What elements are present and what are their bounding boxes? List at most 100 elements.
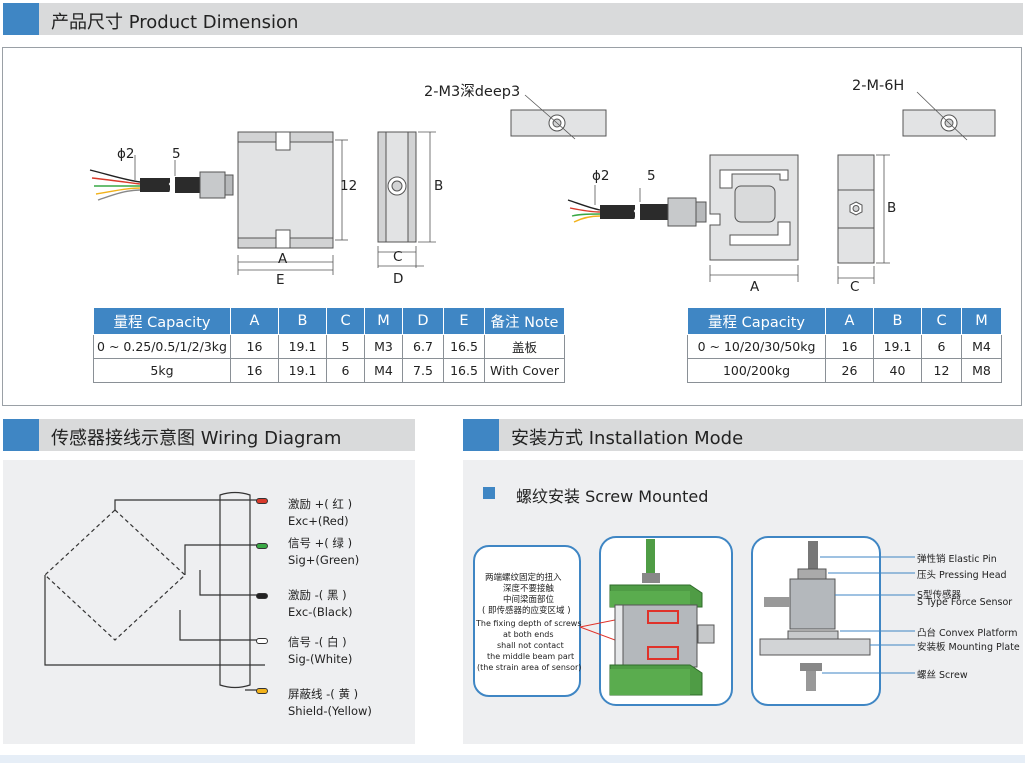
m6-thread-note: 2-M-6H (852, 78, 905, 94)
wiring-section-header: 传感器接线示意图 Wiring Diagram (3, 419, 415, 451)
table-cell: 6.7 (402, 334, 444, 359)
wiring-shield-cn: 屏蔽线 -( 黄 ) (288, 687, 359, 701)
dimension-section-title: 产品尺寸 Product Dimension (51, 12, 299, 33)
wiring-sig-minus-cn: 信号 -( 白 ) (288, 635, 347, 649)
table-header-cell: B (278, 307, 327, 335)
table-cell: 26 (825, 358, 874, 383)
wiring-diagram-drawing (44, 491, 265, 691)
table-header-cell: 量程 Capacity (687, 307, 826, 335)
wiring-exc-minus-cn: 激励 -( 黑 ) (288, 588, 347, 602)
section-marker (3, 419, 39, 451)
table-header-cell: M (961, 307, 1002, 335)
table-cell: 12 (921, 358, 962, 383)
table-cell: 6 (921, 334, 962, 359)
table-cell: 5kg (93, 358, 231, 383)
dim-E-label: E (276, 272, 285, 288)
wiring-section-title: 传感器接线示意图 Wiring Diagram (51, 428, 342, 449)
wiring-exc-plus-en: Exc+(Red) (288, 514, 349, 528)
right-side-view-drawing (837, 154, 890, 284)
dim-B-left-label: B (434, 178, 444, 194)
note-cn-line: 两端螺纹固定的扭入 (485, 573, 562, 583)
table-cell: 0 ~ 10/20/30/50kg (687, 334, 826, 359)
wiring-sig-plus-cn: 信号 +( 绿 ) (288, 536, 353, 550)
dim-12-label: 12 (340, 178, 358, 194)
table-header-cell: 量程 Capacity (93, 307, 231, 335)
left-side-view-drawing (377, 131, 436, 268)
dim-B-right-label: B (887, 200, 897, 216)
table-cell: 0 ~ 0.25/0.5/1/2/3kg (93, 334, 231, 359)
table-cell: 19.1 (873, 334, 922, 359)
table-cell: 16 (230, 358, 279, 383)
table-header-cell: A (825, 307, 874, 335)
wire-end-shield (256, 688, 268, 694)
table-cell: 盖板 (484, 334, 565, 359)
table-cell: 19.1 (278, 334, 327, 359)
right-table-header-row: 量程 Capacity A B C M (687, 307, 1002, 335)
table-cell: 16.5 (443, 334, 485, 359)
callout-convex-platform: 凸台 Convex Platform (917, 628, 1018, 639)
left-phi2-label: ϕ2 (117, 146, 135, 162)
table-header-cell: B (873, 307, 922, 335)
table-cell: M3 (364, 334, 403, 359)
table-cell: 16.5 (443, 358, 485, 383)
wiring-shield-en: Shield-(Yellow) (288, 704, 372, 718)
note-en-line: shall not contact (497, 641, 564, 650)
note-en-line: The fixing depth of screws (476, 619, 582, 628)
callout-screw: 螺丝 Screw (917, 670, 968, 681)
bottom-band (0, 755, 1025, 763)
table-cell: 16 (825, 334, 874, 359)
installation-note-bubble (473, 545, 581, 697)
install-section-title: 安装方式 Installation Mode (511, 428, 744, 449)
right-capacity-table: 量程 Capacity A B C M 0 ~ 10/20/30/50kg 16… (687, 307, 1002, 383)
screw-mounted-title: 螺纹安装 Screw Mounted (516, 487, 709, 506)
table-header-cell: M (364, 307, 403, 335)
table-cell: 7.5 (402, 358, 444, 383)
table-header-cell: E (443, 307, 485, 335)
wiring-panel (3, 460, 415, 744)
wire-end-exc-minus (256, 593, 268, 599)
callout-s-type-cn: S型传感器 (917, 590, 962, 601)
table-cell: With Cover (484, 358, 565, 383)
wiring-sig-minus-en: Sig-(White) (288, 652, 353, 666)
table-cell: 5 (326, 334, 365, 359)
m3-top-view-drawing (510, 94, 607, 140)
note-cn-line: 中间梁面部位 (503, 595, 555, 605)
table-cell: 6 (326, 358, 365, 383)
section-marker (3, 3, 39, 35)
note-cn-line: 深度不要接触 (503, 584, 555, 594)
table-cell: M8 (961, 358, 1002, 383)
table-header-cell: 备注 Note (484, 307, 565, 335)
dim-A-right-label: A (750, 279, 760, 295)
right-5-label: 5 (647, 168, 656, 184)
section-marker (463, 419, 499, 451)
table-row: 0 ~ 0.25/0.5/1/2/3kg 16 19.1 5 M3 6.7 16… (93, 334, 565, 359)
wire-end-sig-plus (256, 543, 268, 549)
dim-C-right-label: C (850, 279, 860, 295)
dim-D-label: D (393, 271, 404, 287)
callout-elastic-pin: 弹性销 Elastic Pin (917, 554, 997, 565)
note-en-line: at both ends (503, 630, 554, 639)
wire-end-exc-plus (256, 498, 268, 504)
dimension-section-header: 产品尺寸 Product Dimension (3, 3, 1023, 35)
callout-pressing-head: 压头 Pressing Head (917, 570, 1007, 581)
table-row: 100/200kg 26 40 12 M8 (687, 358, 1002, 383)
table-cell: 100/200kg (687, 358, 826, 383)
dim-A-left-label: A (278, 251, 288, 267)
table-cell: M4 (961, 334, 1002, 359)
cable-wires (89, 169, 141, 201)
wiring-exc-minus-en: Exc-(Black) (288, 605, 353, 619)
m3-thread-note: 2-M3深deep3 (424, 84, 521, 100)
note-en-line: (the strain area of sensor) (477, 663, 582, 672)
wire-end-sig-minus (256, 638, 268, 644)
table-header-cell: C (921, 307, 962, 335)
screw-mount-illustration (579, 536, 733, 706)
left-capacity-table: 量程 Capacity A B C M D E 备注 Note 0 ~ 0.25… (93, 307, 565, 383)
callout-mounting-plate: 安装板 Mounting Plate (917, 642, 1020, 653)
wiring-sig-plus-en: Sig+(Green) (288, 553, 360, 567)
right-sensor-drawing (567, 154, 799, 282)
wiring-exc-plus-cn: 激励 +( 红 ) (288, 497, 353, 511)
table-header-cell: C (326, 307, 365, 335)
table-cell: 40 (873, 358, 922, 383)
table-cell: 16 (230, 334, 279, 359)
table-row: 0 ~ 10/20/30/50kg 16 19.1 6 M4 (687, 334, 1002, 359)
